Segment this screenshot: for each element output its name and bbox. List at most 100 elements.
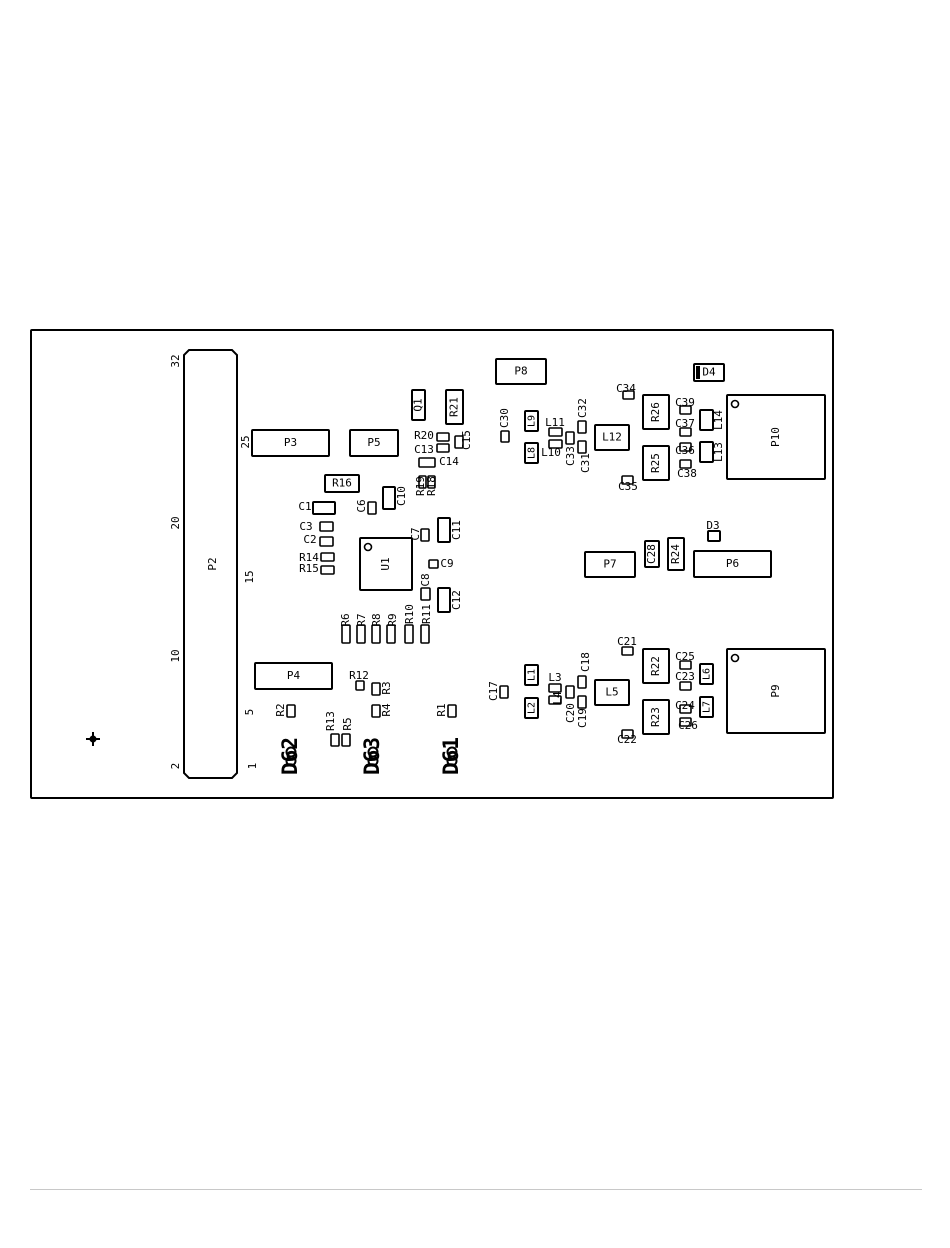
ref-label-c3: C3 xyxy=(299,520,312,533)
component-u1 xyxy=(359,537,413,591)
smd-pad xyxy=(577,695,587,709)
ref-label-c39: C39 xyxy=(675,396,695,409)
component-l6 xyxy=(699,663,714,685)
component-p5 xyxy=(349,429,399,457)
ref-label-r20: R20 xyxy=(414,429,434,442)
smd-pad xyxy=(679,427,692,437)
smd-pad xyxy=(577,420,587,434)
smd-pad xyxy=(679,442,692,452)
p2-pin-number: 1 xyxy=(246,763,259,770)
ref-label-c24: C24 xyxy=(675,699,695,712)
smd-pad xyxy=(436,443,450,453)
smd-pad xyxy=(427,475,436,489)
smd-pad xyxy=(341,733,351,747)
component-l13 xyxy=(699,441,714,463)
smd-pad xyxy=(548,695,562,705)
component-c10 xyxy=(382,486,396,510)
ref-label-c15: C15 xyxy=(460,430,473,450)
ref-label-r9: R9 xyxy=(386,613,399,626)
component-r21 xyxy=(445,389,464,425)
ref-label-c13: C13 xyxy=(414,443,434,456)
ref-label-c14: C14 xyxy=(439,455,459,468)
ref-label-r15: R15 xyxy=(299,562,319,575)
smd-pad xyxy=(454,435,464,449)
ref-label-r7: R7 xyxy=(355,613,368,626)
component-label-c1: C1 xyxy=(298,500,311,513)
smd-pad xyxy=(341,624,351,644)
smd-pad xyxy=(319,536,334,547)
ref-label-c34: C34 xyxy=(616,382,636,395)
smd-pad xyxy=(420,528,430,542)
diode-pad-d61 xyxy=(446,755,458,767)
ref-label-r11: R11 xyxy=(420,604,433,624)
smd-pad xyxy=(621,729,634,739)
diode-label-d61: D61 xyxy=(439,737,463,775)
ref-label-c8: C8 xyxy=(419,573,432,586)
smd-pad xyxy=(621,475,634,485)
smd-pad xyxy=(320,552,335,562)
ref-label-r19: R19 xyxy=(414,476,427,496)
ref-label-c19: C19 xyxy=(576,708,589,728)
diode-pad-d63 xyxy=(367,755,379,767)
p2-pin-number: 10 xyxy=(169,649,182,662)
ref-label-c36: C36 xyxy=(675,444,695,457)
component-label-c11: C11 xyxy=(450,520,463,540)
pin1-marker xyxy=(730,399,740,409)
component-label-r16: R16 xyxy=(332,477,352,490)
smd-pad xyxy=(286,704,296,718)
ref-label-r10: R10 xyxy=(403,604,416,624)
component-l9 xyxy=(524,410,539,432)
smd-pad xyxy=(548,439,563,449)
component-l8 xyxy=(524,442,539,464)
ref-label-c9: C9 xyxy=(440,557,453,570)
ref-label-c2: C2 xyxy=(303,533,316,546)
ref-label-c22: C22 xyxy=(617,733,637,746)
component-label-d3: D3 xyxy=(706,519,719,532)
component-l7 xyxy=(699,696,714,718)
component-c12 xyxy=(437,587,451,613)
d4-cathode-band xyxy=(696,366,700,379)
ref-label-c26: C26 xyxy=(678,719,698,732)
p2-pin-number: 25 xyxy=(239,435,252,448)
smd-pad xyxy=(621,646,634,656)
component-p4 xyxy=(254,662,333,690)
smd-pad xyxy=(418,475,427,489)
smd-pad xyxy=(679,717,692,727)
component-r26 xyxy=(642,394,670,430)
pin1-marker xyxy=(363,542,373,552)
component-label-p5: P5 xyxy=(367,436,380,449)
board-outline xyxy=(30,329,834,799)
component-p9 xyxy=(726,648,826,734)
smd-pad xyxy=(355,680,365,691)
ref-label-r8: R8 xyxy=(370,613,383,626)
ref-label-c37: C37 xyxy=(675,417,695,430)
component-d3 xyxy=(707,530,721,542)
smd-pad xyxy=(577,440,587,454)
component-r23 xyxy=(642,699,670,735)
component-r25 xyxy=(642,445,670,481)
ref-label-r12: R12 xyxy=(349,669,369,682)
smd-pad xyxy=(436,432,450,442)
component-label-r26: R26 xyxy=(649,402,662,422)
component-label-l13: L13 xyxy=(712,442,725,462)
component-label-c10: C10 xyxy=(395,486,408,506)
smd-pad xyxy=(330,733,340,747)
component-label-l9: L9 xyxy=(527,415,538,427)
ref-label-c6: C6 xyxy=(355,499,368,512)
ref-label-c35: C35 xyxy=(618,480,638,493)
smd-pad xyxy=(371,682,381,696)
component-label-r21: R21 xyxy=(448,397,461,417)
component-label-p9: P9 xyxy=(769,684,782,697)
component-label-l14: L14 xyxy=(712,410,725,430)
p2-pin-number: 20 xyxy=(169,516,182,529)
component-label-r23: R23 xyxy=(649,707,662,727)
smd-pad xyxy=(679,405,692,415)
smd-pad xyxy=(577,675,587,689)
p2-pin-number: 32 xyxy=(169,354,182,367)
component-label-l7: L7 xyxy=(702,701,713,713)
smd-pad xyxy=(371,624,381,644)
ref-label-c23: C23 xyxy=(675,670,695,683)
component-label-p3: P3 xyxy=(284,436,297,449)
ref-label-l3: L3 xyxy=(548,671,561,684)
component-label-u1: U1 xyxy=(379,557,392,570)
